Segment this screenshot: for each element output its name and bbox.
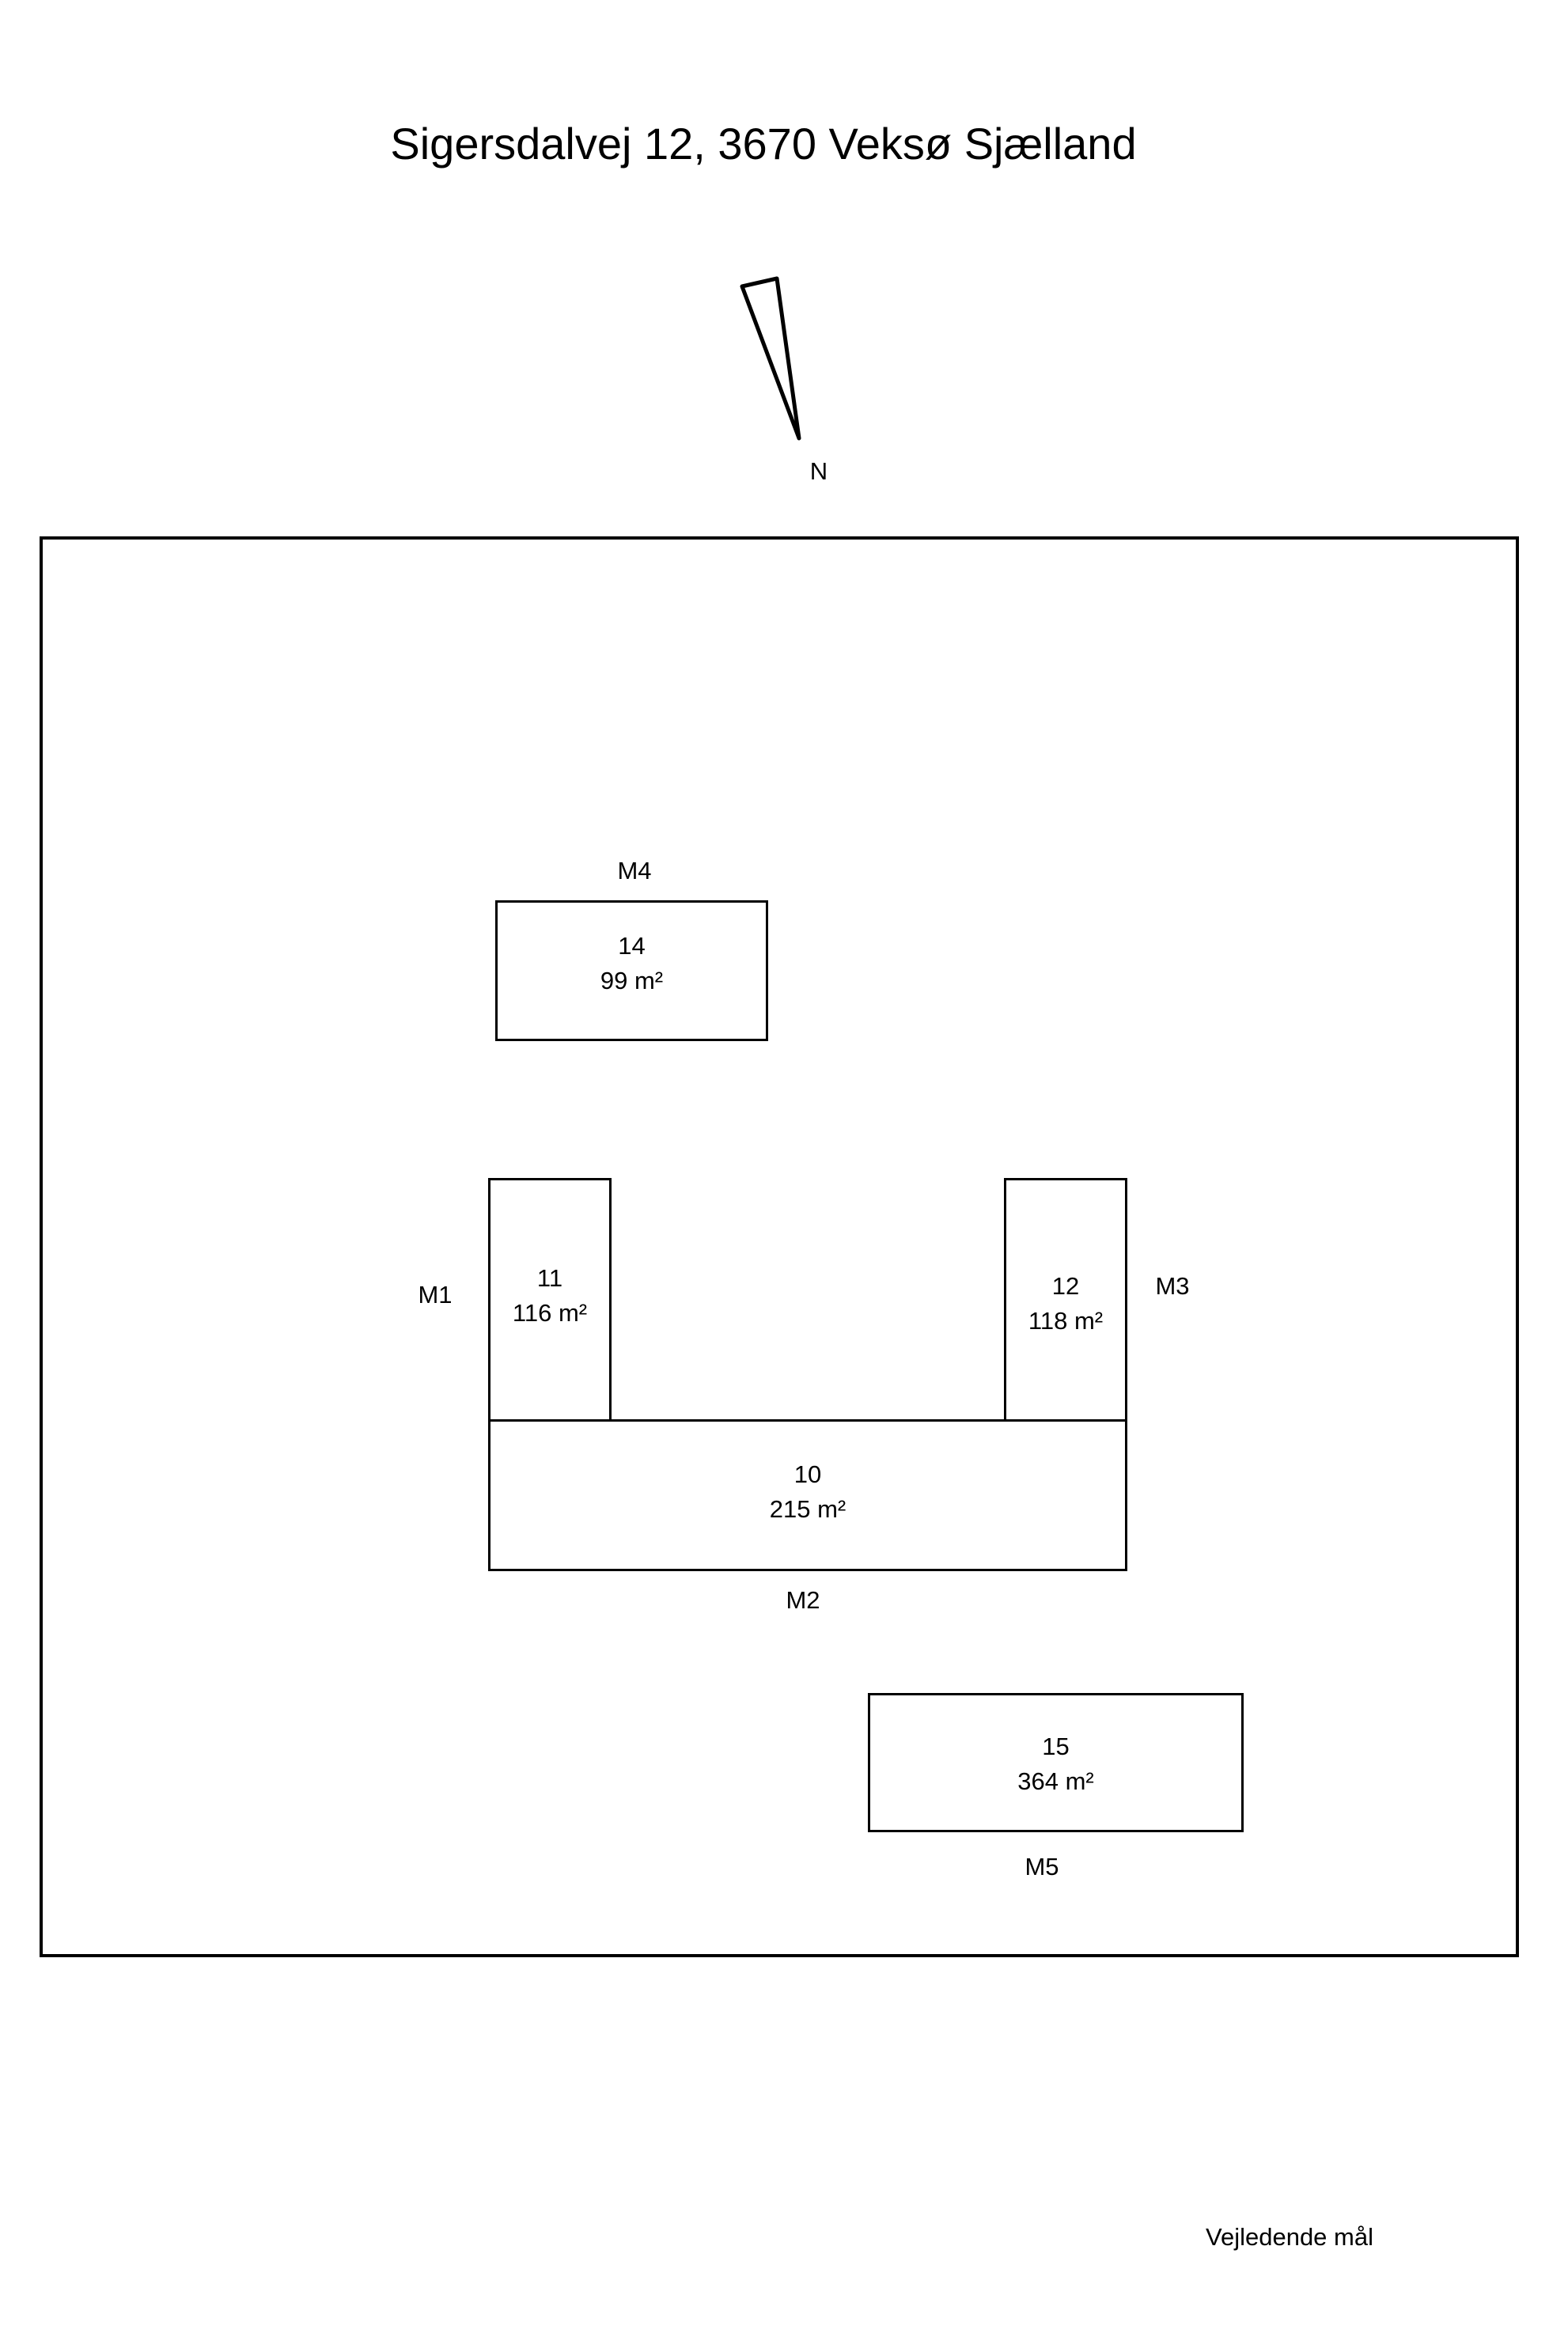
marker-m1: M1 xyxy=(418,1281,453,1309)
building-10 xyxy=(488,1419,1127,1571)
building-12-number: 12 xyxy=(1051,1272,1080,1300)
plot-boundary xyxy=(40,536,1519,1957)
building-14 xyxy=(495,900,768,1041)
north-label: N xyxy=(809,457,828,485)
building-11-area: 116 m² xyxy=(512,1299,588,1327)
page-title: Sigersdalvej 12, 3670 Veksø Sjælland xyxy=(390,119,1137,169)
north-arrow-icon xyxy=(740,276,801,441)
building-15-number: 15 xyxy=(1042,1733,1070,1760)
building-15 xyxy=(868,1693,1244,1832)
marker-m4: M4 xyxy=(617,857,652,884)
building-14-area: 99 m² xyxy=(600,967,664,994)
building-10-number: 10 xyxy=(793,1460,822,1488)
marker-m5: M5 xyxy=(1025,1853,1059,1880)
marker-m2: M2 xyxy=(786,1586,820,1614)
marker-m3: M3 xyxy=(1155,1272,1190,1300)
building-11 xyxy=(488,1178,612,1422)
building-10-area: 215 m² xyxy=(769,1495,846,1523)
building-14-number: 14 xyxy=(618,932,646,960)
building-11-number: 11 xyxy=(536,1264,563,1292)
footer-note: Vejledende mål xyxy=(1206,2223,1373,2251)
building-12-area: 118 m² xyxy=(1028,1307,1104,1335)
building-15-area: 364 m² xyxy=(1017,1767,1094,1795)
